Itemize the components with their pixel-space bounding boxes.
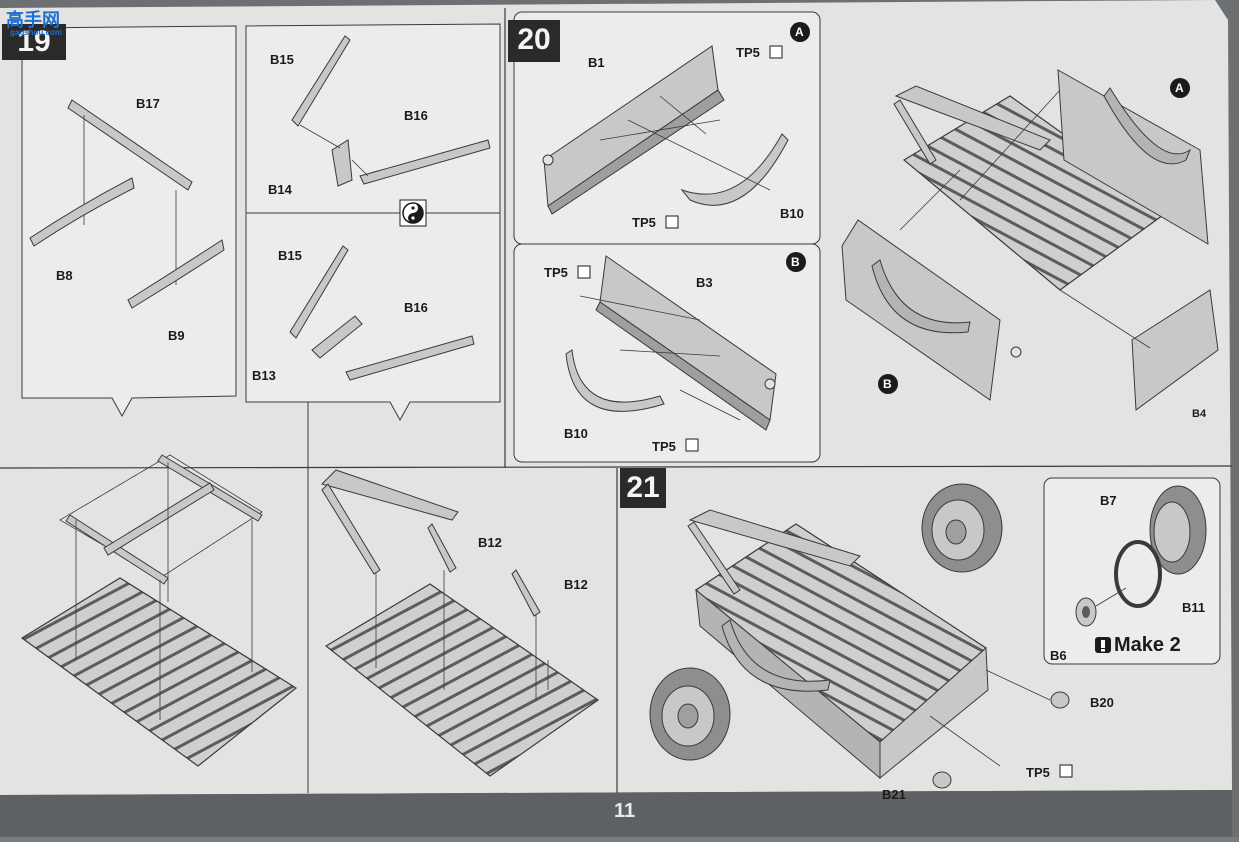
step-number-20: 20 [508, 20, 560, 62]
label-b7: B7 [1100, 493, 1117, 508]
marker-b-assembly-letter: B [883, 377, 892, 391]
label-b10-a: B10 [780, 206, 804, 221]
make-2-note: Make 2 [1114, 634, 1181, 656]
label-tp5-b1: TP5 [544, 265, 568, 280]
label-tp5-a2: TP5 [632, 215, 656, 230]
label-b15-top: B15 [270, 52, 294, 67]
part-b8 [29, 177, 135, 247]
label-tp5-a1: TP5 [736, 45, 760, 60]
callout-panel-leafsprings [21, 25, 237, 418]
label-b6: B6 [1050, 648, 1067, 663]
marker-a-top-letter: A [795, 25, 804, 39]
label-b3: B3 [696, 275, 713, 290]
label-b12-a: B12 [478, 535, 502, 550]
watermark-logo: 高手网 [6, 10, 60, 30]
panel-b4 [1131, 289, 1219, 411]
label-b8: B8 [56, 268, 73, 283]
trailer-bed-left [20, 454, 298, 767]
label-b10-b: B10 [564, 426, 588, 441]
marker-b-assembly [878, 374, 898, 394]
yin-yang-icon [399, 199, 427, 227]
wheel-right-top [921, 483, 1003, 573]
label-b12-b: B12 [564, 577, 588, 592]
exclamation-icon [1095, 637, 1111, 653]
watermark-url: gaoshou.com [10, 28, 63, 37]
part-b10-b [565, 349, 665, 412]
assembly-step20 [841, 69, 1219, 411]
marker-a-assembly-letter: A [1175, 81, 1184, 95]
wheel-left-bottom [649, 667, 731, 761]
part-b16-bottom [345, 335, 475, 381]
label-b16-bottom: B16 [404, 300, 428, 315]
label-b9: B9 [168, 328, 185, 343]
marker-b-sub [786, 252, 806, 272]
page-number: 11 [614, 800, 636, 822]
marker-a-top [790, 22, 810, 42]
part-b17 [67, 99, 193, 191]
label-tp5-c: TP5 [1026, 765, 1050, 780]
marker-a-assembly [1170, 78, 1190, 98]
panel-sideA [1057, 69, 1209, 245]
part-b1 [542, 45, 725, 215]
label-b4: B4 [1192, 408, 1207, 420]
part-b16-top [359, 139, 491, 185]
part-b15-top [291, 35, 351, 127]
callout-panel-drawbar [245, 23, 501, 422]
trailer-bed-middle [321, 469, 600, 777]
part-b15-bottom [289, 245, 349, 339]
part-b13 [311, 315, 363, 359]
label-b14: B14 [268, 182, 292, 197]
part-b20 [1050, 691, 1070, 709]
step-number-21: 21 [620, 468, 666, 508]
label-b15-bottom: B15 [278, 248, 302, 263]
glue-icon [577, 45, 1073, 778]
marker-b-sub-letter: B [791, 255, 800, 269]
label-tp5-b2: TP5 [652, 439, 676, 454]
label-b1: B1 [588, 55, 605, 70]
part-b14 [331, 139, 353, 187]
label-b17: B17 [136, 96, 160, 111]
label-b20: B20 [1090, 695, 1114, 710]
label-b11: B11 [1182, 600, 1206, 615]
label-b13: B13 [252, 368, 276, 383]
part-b21 [932, 771, 952, 789]
step-number-19: 19 [2, 24, 66, 60]
part-b9 [127, 239, 225, 309]
wheel-exploded [1075, 485, 1207, 627]
label-b16-top: B16 [404, 108, 428, 123]
label-b21: B21 [882, 787, 906, 802]
part-b10-a [680, 133, 789, 206]
part-b3 [595, 255, 777, 431]
assembly-step21 [687, 509, 989, 780]
